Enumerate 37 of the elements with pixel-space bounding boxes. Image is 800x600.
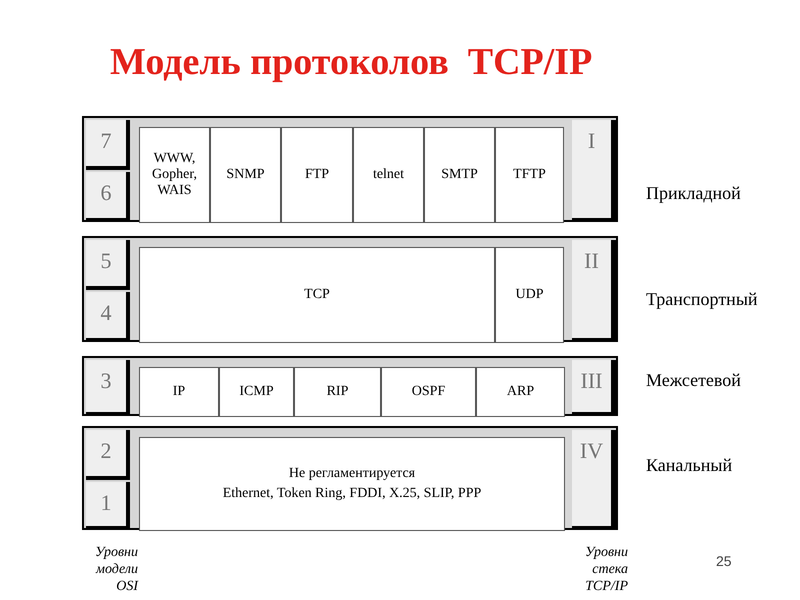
protocol-cell: SMTP: [424, 127, 495, 223]
stack-level-tab: I: [572, 120, 616, 222]
layer-name: Канальный: [646, 454, 732, 477]
protocol-cell: FTP: [281, 127, 353, 223]
layer-band: [82, 236, 618, 342]
layer-band: [82, 356, 618, 416]
axis-caption: Уровни стека TCP/IP: [584, 544, 628, 595]
stack-level-tab: IV: [572, 430, 616, 530]
page-number: 25: [716, 552, 732, 571]
osi-level-tab: 3: [86, 360, 130, 416]
protocol-cell: UDP: [495, 247, 564, 343]
protocol-cell: IP: [139, 367, 219, 417]
osi-level-tab: 7: [86, 120, 130, 170]
layer-band: [82, 116, 618, 222]
layer-name: Прикладной: [646, 182, 741, 205]
protocol-cell: WWW, Gopher, WAIS: [139, 127, 210, 223]
osi-level-tab: 5: [86, 240, 130, 290]
layer-name: Транспортный: [646, 288, 758, 311]
osi-level-tab: 1: [86, 482, 130, 530]
osi-level-tab: 2: [86, 430, 130, 480]
layer-band: [82, 426, 618, 530]
title: Модель протоколов TCP/IP: [110, 40, 592, 85]
layer-name: Межсетевой: [646, 369, 741, 392]
protocol-cell: telnet: [353, 127, 424, 223]
protocol-cell: SNMP: [210, 127, 281, 223]
protocol-cell: TCP: [139, 247, 495, 343]
osi-level-tab: 6: [86, 172, 130, 222]
protocol-cell: ARP: [476, 367, 565, 417]
protocol-cell: OSPF: [381, 367, 476, 417]
stack-level-tab: III: [572, 360, 616, 416]
protocol-cell: Не регламентируется Ethernet, Token Ring, FDDI, X.25, SLIP, PPP: [139, 437, 565, 531]
stack-level-tab: II: [572, 240, 616, 342]
protocol-cell: ICMP: [219, 367, 294, 417]
protocol-cell: TFTP: [495, 127, 564, 223]
osi-level-tab: 4: [86, 292, 130, 342]
protocol-cell: RIP: [294, 367, 381, 417]
axis-caption: Уровни модели OSI: [94, 544, 138, 595]
